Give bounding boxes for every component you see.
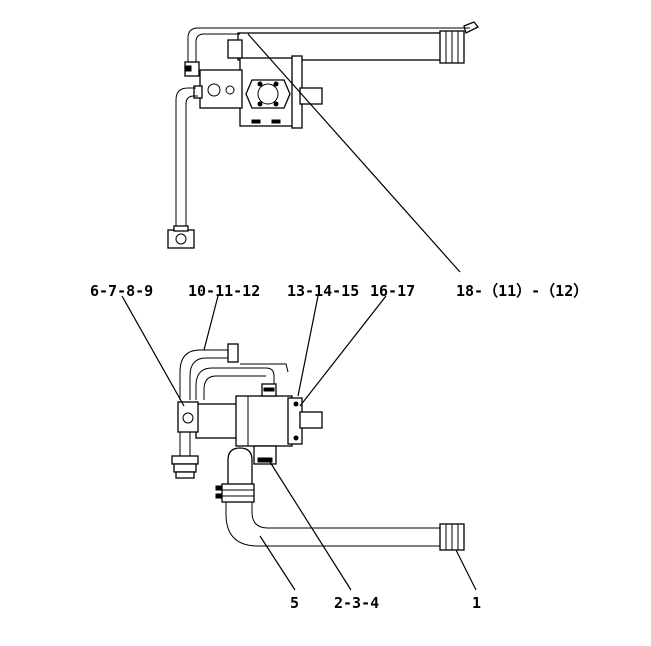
callout-2-3-4: 2-3-4 — [334, 594, 379, 612]
bottom-pump-body — [177, 383, 323, 447]
top-vertical-hose — [167, 87, 198, 249]
callout-6-7-8-9: 6-7-8-9 — [90, 282, 153, 300]
bottom-left-hose — [171, 432, 199, 479]
bottom-upper-tube — [179, 343, 289, 400]
top-horizontal-tube — [237, 21, 480, 64]
bottom-suction-tube — [215, 447, 465, 551]
top-valve-block — [193, 69, 243, 109]
callout-16-17: 16-17 — [370, 282, 415, 300]
top-upper-bent-tube — [184, 27, 470, 77]
top-assembly — [167, 21, 480, 249]
callout-13-14-15: 13-14-15 — [287, 282, 359, 300]
callout-10-11-12: 10-11-12 — [188, 282, 260, 300]
bottom-assembly — [171, 343, 465, 551]
callout-18-11-12: 18-（11）-（12） — [456, 282, 588, 300]
leader-lines — [121, 33, 477, 591]
callout-labels: 18-（11）-（12） 6-7-8-9 10-11-12 13-14-15 1… — [90, 282, 588, 612]
callout-1: 1 — [472, 594, 481, 612]
callout-5: 5 — [290, 594, 299, 612]
bottom-pump-fitting — [253, 445, 277, 465]
